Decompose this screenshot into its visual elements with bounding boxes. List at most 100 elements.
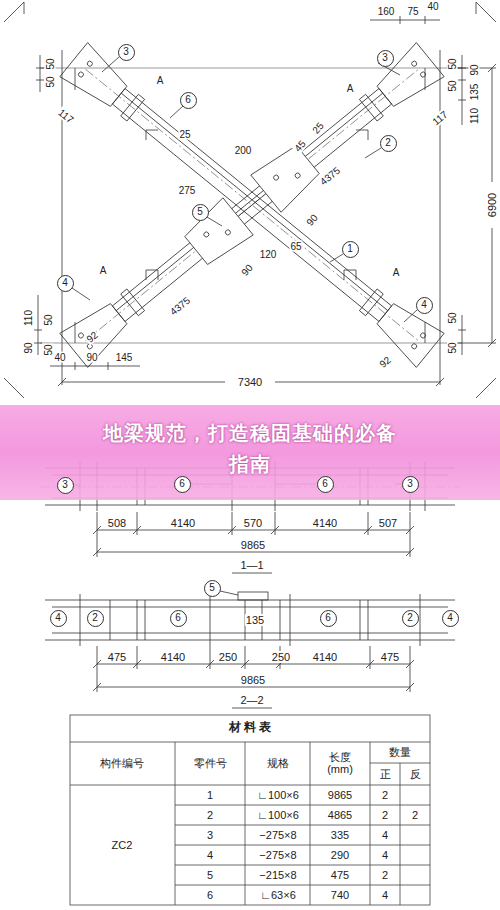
table-cell: ∟100×6 [256, 789, 300, 801]
dimension-label: 50 [447, 341, 458, 354]
callout-number: 1 [347, 244, 353, 254]
callout-number: 5 [209, 583, 215, 593]
dimension-label: 4375 [167, 294, 193, 318]
dimension-label: 135 [245, 614, 265, 626]
table-cell: 6 [206, 889, 214, 901]
dimension-label: 250 [271, 651, 291, 663]
table-cell: 数量 [388, 746, 412, 758]
dimension-label: 9865 [240, 539, 266, 551]
callout-number: 3 [62, 480, 68, 490]
table-cell: ∟63×6 [259, 889, 297, 901]
table-cell: 4 [206, 849, 214, 861]
dimension-label: 92 [376, 354, 393, 371]
dimension-label: 570 [243, 517, 263, 529]
table-cell: 正 [379, 768, 392, 780]
callout-circle: 3 [118, 44, 135, 61]
table-cell: 2 [381, 809, 389, 821]
table-cell: 2 [206, 809, 214, 821]
dimension-label: 145 [115, 352, 134, 363]
table-cell: 5 [206, 869, 214, 881]
table-cell: 1 [206, 789, 214, 801]
dimension-label: 4140 [160, 651, 186, 663]
table-cell: 2 [381, 869, 389, 881]
callout-number: 4 [55, 613, 61, 623]
dimension-label: 92 [83, 329, 100, 346]
banner-title: 地梁规范，打造稳固基础的必备指南 [95, 418, 405, 480]
dimension-label: 4140 [312, 517, 338, 529]
table-cell: 材 料 表 [228, 721, 273, 734]
callout-circle: 4 [416, 297, 433, 314]
dimension-label: 110 [23, 309, 34, 327]
table-cell: 长度 (mm) [315, 751, 365, 775]
table-cell: 475 [330, 869, 350, 881]
table-cell: −275×8 [258, 849, 297, 861]
callout-number: 4 [447, 613, 453, 623]
dimension-label: 250 [218, 651, 238, 663]
table-cell: 4 [381, 829, 389, 841]
dimension-label: 65 [289, 241, 302, 252]
callout-circle: 3 [402, 476, 419, 493]
dimension-label: 160 [377, 6, 396, 17]
callout-number: 4 [421, 300, 427, 310]
callout-number: 6 [179, 479, 185, 489]
table-cell: ZC2 [111, 839, 134, 851]
dimension-label: 4375 [317, 164, 343, 188]
dimension-label: 135 [469, 83, 480, 102]
table-cell: 290 [330, 849, 350, 861]
dimension-label: 507 [378, 517, 398, 529]
callout-circle: 3 [377, 50, 394, 67]
dimension-label: 7340 [237, 376, 263, 388]
table-cell: 2 [381, 789, 389, 801]
callout-circle: 2 [402, 610, 419, 627]
dimension-label: 9865 [240, 674, 266, 686]
callout-circle: 6 [317, 476, 334, 493]
callout-number: 3 [407, 479, 413, 489]
callout-circle: 5 [192, 204, 209, 221]
callout-circle: 6 [180, 92, 197, 109]
dimension-label: 50 [43, 313, 54, 326]
callout-number: 6 [325, 613, 331, 623]
callout-circle: 6 [174, 476, 191, 493]
section-caption: 2—2 [239, 694, 264, 706]
dimension-label: 117 [430, 108, 451, 128]
table-cell: 2 [411, 809, 419, 821]
callout-circle: 6 [170, 610, 187, 627]
dimension-label: 90 [469, 63, 480, 76]
dimension-label: 50 [45, 57, 56, 70]
dimension-label: 90 [304, 211, 321, 228]
dimension-label: 50 [447, 79, 458, 92]
dimension-label: 90 [85, 352, 98, 363]
dimension-label: 25 [310, 119, 327, 136]
callout-number: 2 [92, 613, 98, 623]
dimension-label: 90 [239, 261, 256, 278]
dimension-label: 50 [43, 343, 54, 356]
table-cell: 4 [381, 889, 389, 901]
callout-number: 3 [382, 53, 388, 63]
dimension-label: A [392, 267, 401, 278]
dimension-label: 40 [426, 1, 439, 12]
callout-circle: 4 [442, 610, 459, 627]
callout-number: 2 [407, 613, 413, 623]
callout-circle: 3 [57, 477, 74, 494]
callout-circle: 4 [57, 275, 74, 292]
table-cell: 740 [330, 889, 350, 901]
table-cell: 反 [409, 768, 422, 780]
dimension-label: 75 [406, 6, 419, 17]
dimension-label: A [99, 265, 108, 276]
table-cell: 3 [206, 829, 214, 841]
dimension-label: 45 [292, 137, 309, 154]
callout-number: 6 [322, 479, 328, 489]
dimension-label: 110 [469, 107, 480, 125]
table-cell: 4865 [327, 809, 353, 821]
table-cell: ∟100×6 [256, 809, 300, 821]
callout-number: 4 [62, 278, 68, 288]
callout-number: 6 [175, 613, 181, 623]
table-cell: −215×8 [258, 869, 297, 881]
callout-circle: 6 [320, 610, 337, 627]
callout-circle: 2 [380, 135, 397, 152]
callout-circle: 4 [50, 610, 67, 627]
dimension-label: 508 [107, 517, 127, 529]
table-cell: 构件编号 [99, 757, 145, 769]
dimension-label: 4140 [312, 651, 338, 663]
